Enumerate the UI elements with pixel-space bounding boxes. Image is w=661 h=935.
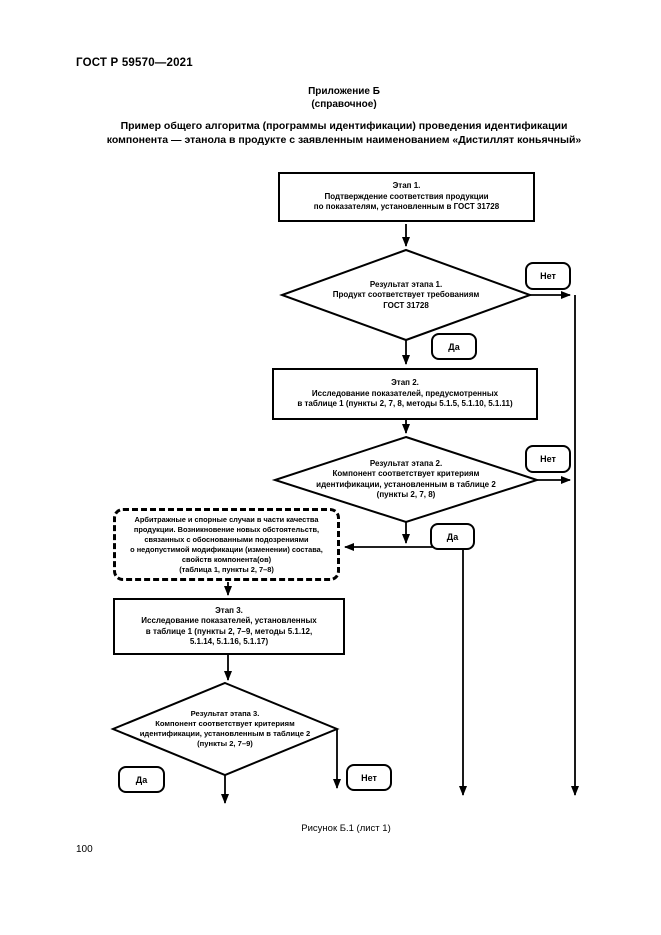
decision2-yes-label: Да	[430, 523, 475, 550]
document-header: ГОСТ Р 59570—2021	[76, 57, 193, 69]
figure-title-line2: компонента — этанола в продукте с заявле…	[106, 134, 582, 146]
step2-box: Этап 2. Исследование показателей, предус…	[272, 368, 538, 420]
step3-box: Этап 3. Исследование показателей, устано…	[113, 598, 345, 655]
decision3-no-label: Нет	[346, 764, 392, 791]
page-number: 100	[76, 844, 93, 855]
decision1-yes-label: Да	[431, 333, 477, 360]
figure-title: Пример общего алгоритма (программы идент…	[76, 119, 612, 147]
decision3-label: Результат этапа 3. Компонент соответству…	[139, 709, 311, 748]
step1-box: Этап 1. Подтверждение соответствия проду…	[278, 172, 535, 222]
decision1-no-label: Нет	[525, 262, 571, 290]
figure-title-line1: Пример общего алгоритма (программы идент…	[120, 120, 568, 132]
appendix-heading: Приложение Б	[308, 86, 380, 97]
figure-caption: Рисунок Б.1 (лист 1)	[301, 823, 391, 834]
arbitration-note-box: Арбитражные и спорные случаи в части кач…	[113, 508, 340, 581]
decision2-no-label: Нет	[525, 445, 571, 473]
decision3-yes-label: Да	[118, 766, 165, 793]
decision2-label: Результат этапа 2. Компонент соответству…	[316, 458, 496, 500]
decision1-label: Результат этапа 1. Продукт соответствует…	[332, 279, 480, 310]
appendix-heading-block: Приложение Б (справочное)	[76, 85, 612, 111]
appendix-type: (справочное)	[311, 99, 377, 110]
